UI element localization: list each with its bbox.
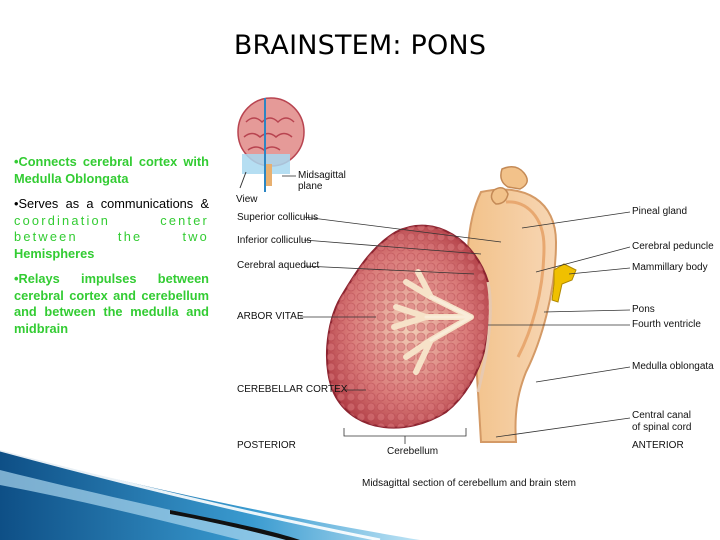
label-cerebral-peduncle: Cerebral peduncle: [632, 241, 714, 252]
label-mammillary-body: Mammillary body: [632, 262, 708, 273]
brainstem-figure: View Midsagittal plane Superior collicul…: [226, 92, 720, 492]
label-fourth-ventricle: Fourth ventricle: [632, 319, 701, 330]
bullet-connects: •Connects cerebral cortex with Medulla O…: [14, 154, 209, 186]
view-label: View: [236, 194, 258, 205]
label-of-spinal-cord: of spinal cord: [632, 422, 692, 433]
figure-caption: Midsagittal section of cerebellum and br…: [362, 478, 576, 489]
label-cerebellum: Cerebellum: [387, 446, 439, 457]
label-arbor-vitae: ARBOR VITAE: [237, 311, 304, 322]
label-inferior-colliculus: Inferior colliculus: [237, 235, 312, 246]
bullet-relays: •Relays impulses between cerebral cortex…: [14, 271, 209, 336]
bullet-list: •Connects cerebral cortex with Medulla O…: [14, 154, 209, 346]
footer-swoosh: [0, 450, 420, 540]
cerebellum-illustration: [326, 224, 492, 429]
label-superior-colliculus: Superior colliculus: [237, 212, 319, 223]
bullet-serves-lead: •Serves as a communications &: [14, 196, 209, 211]
label-cerebral-aqueduct: Cerebral aqueduct: [237, 260, 320, 271]
label-cerebellar-cortex: CEREBELLAR CORTEX: [237, 384, 348, 395]
label-anterior: ANTERIOR: [632, 440, 684, 451]
bullet-serves: •Serves as a communications & coordinati…: [14, 196, 209, 262]
brain-thumbnail: [237, 97, 305, 192]
label-medulla-oblongata: Medulla oblongata: [632, 361, 714, 372]
bullet-serves-tail: Hemispheres: [14, 245, 95, 261]
label-pons: Pons: [632, 304, 655, 315]
brainstem-illustration: [237, 97, 631, 444]
label-central-canal: Central canal: [632, 410, 691, 421]
page-title: BRAINSTEM: PONS: [233, 30, 487, 61]
midsagittal-plane-label: Midsagittal plane: [298, 170, 346, 192]
label-posterior: POSTERIOR: [237, 440, 296, 451]
label-pineal-gland: Pineal gland: [632, 206, 688, 217]
bullet-serves-rest: coordination center between the two: [14, 212, 209, 245]
